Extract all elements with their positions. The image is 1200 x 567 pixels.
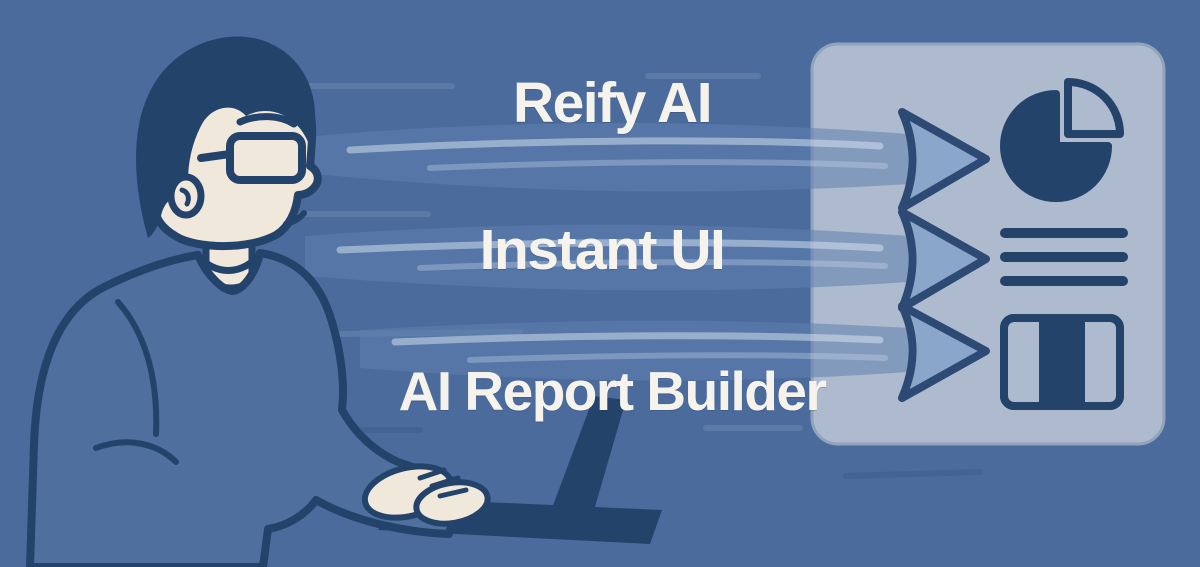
pie-chart-icon <box>1000 78 1124 202</box>
flow-arrow-3 <box>360 302 990 402</box>
arrow-head-icon <box>898 108 990 212</box>
arrow-head-icon <box>898 302 990 402</box>
flow-arrow-1 <box>315 108 990 212</box>
person-eyebrow <box>236 113 298 128</box>
person-hands <box>361 463 491 527</box>
person-illustration <box>26 36 491 567</box>
table-icon <box>1000 314 1124 410</box>
label-ai-report-builder: AI Report Builder <box>398 360 827 422</box>
laptop-screen <box>549 396 626 524</box>
shirt-collar <box>194 249 264 274</box>
label-reify-ai: Reify AI <box>512 71 713 135</box>
glasses-icon <box>197 132 306 184</box>
person-mouth <box>283 210 307 227</box>
label-instant-ui: Instant UI <box>479 218 726 282</box>
text-lines-icon <box>1000 228 1128 286</box>
flow-arrow-2 <box>305 208 990 312</box>
